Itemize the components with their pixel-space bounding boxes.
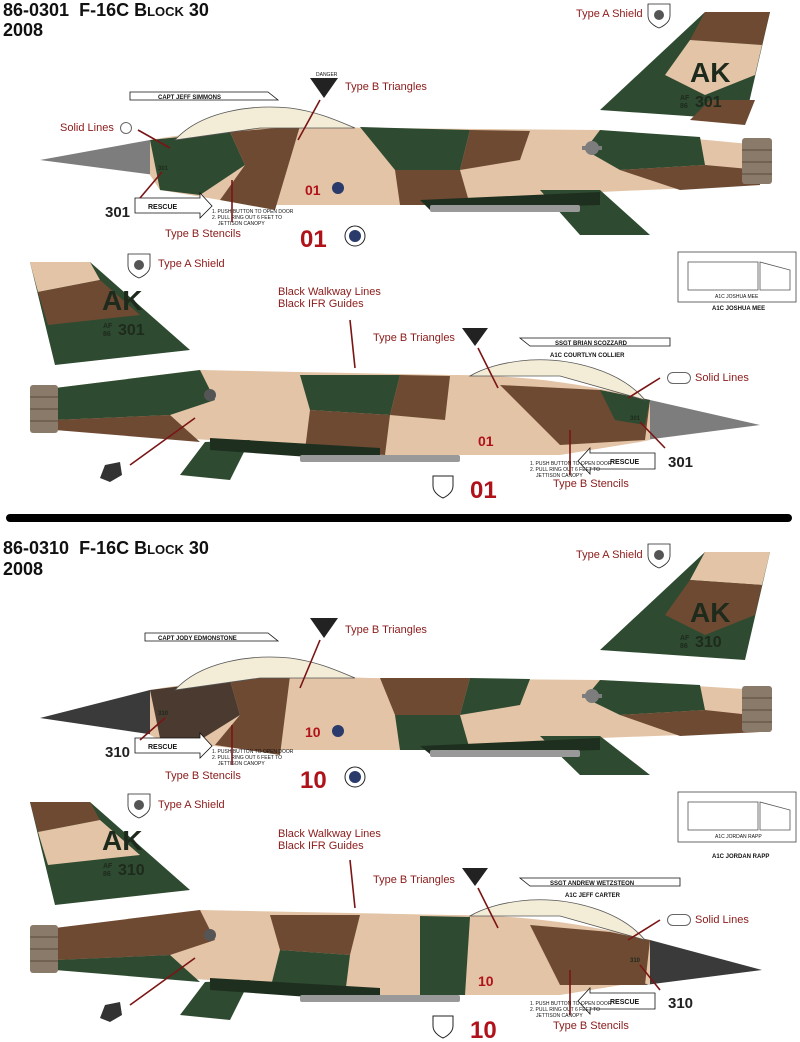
nose-number-small: 301 <box>158 166 169 172</box>
tail-af: AF <box>103 323 113 330</box>
tail-code: AK <box>102 825 142 856</box>
label-type-a-shield: Type A Shield <box>576 8 643 20</box>
canopy-stencil-1: 1. PUSH BUTTON TO OPEN DOOR <box>212 749 294 755</box>
nose-number-small: 301 <box>630 416 641 422</box>
label-solid-lines: Solid Lines <box>695 914 749 926</box>
label-type-b-stencils: Type B Stencils <box>165 228 241 240</box>
solid-lines-symbol <box>120 122 132 134</box>
label-type-b-triangles: Type B Triangles <box>345 81 427 93</box>
modex-decal: 01 <box>470 477 497 504</box>
nose-number-small: 310 <box>158 711 169 717</box>
crew-chief-name: SSGT BRIAN SCOZZARD <box>555 341 628 347</box>
canopy-stencil-3: JETTISON CANOPY <box>218 221 265 227</box>
tail-af: AF <box>103 863 113 870</box>
canopy-stencil-1: 1. PUSH BUTTON TO OPEN DOOR <box>530 1001 612 1007</box>
label-type-b-triangles: Type B Triangles <box>345 624 427 636</box>
section-divider <box>6 514 792 522</box>
rescue-label: RESCUE <box>148 204 178 211</box>
canopy-stencil-3: JETTISON CANOPY <box>536 1013 583 1019</box>
fuselage-modex: 10 <box>305 724 321 740</box>
danger-stencil: DANGER <box>316 72 338 78</box>
canopy-stencil-2: 2. PULL RING OUT 6 FEET TO <box>212 755 282 761</box>
tail-number: 310 <box>695 634 722 651</box>
tail-af: AF <box>680 635 690 642</box>
label-solid-lines: Solid Lines <box>695 372 749 384</box>
aircraft-profile-right-1: AK AF 86 301 01 301 SSGT BRIAN SCOZZARD … <box>30 251 797 504</box>
nose-number-callout: 301 <box>105 204 131 221</box>
label-type-b-stencils: Type B Stencils <box>553 478 629 490</box>
box-caption: A1C JORDAN RAPP <box>712 854 769 860</box>
tail-number: 301 <box>118 322 145 339</box>
box-crew-name: A1C JOSHUA MEE <box>715 294 759 300</box>
label-type-b-stencils: Type B Stencils <box>553 1020 629 1032</box>
solid-lines-symbol <box>667 372 691 384</box>
serial-title-1: 86-0301 F-16C Block 30 <box>3 0 209 21</box>
fuselage-modex: 01 <box>305 182 321 198</box>
box-caption: A1C JOSHUA MEE <box>712 306 765 312</box>
modex-decal: 10 <box>470 1017 497 1042</box>
label-type-a-shield: Type A Shield <box>158 258 225 270</box>
tail-af: AF <box>680 95 690 102</box>
canopy-stencil-2: 2. PULL RING OUT 6 FEET TO <box>530 1007 600 1013</box>
canopy-stencil-1: 1. PUSH BUTTON TO OPEN DOOR <box>530 461 612 467</box>
label-ifr-guides: Black IFR Guides <box>278 298 364 310</box>
aircraft-profile-right-2: AK AF 86 310 10 310 SSGT ANDREW WETZSTEO… <box>30 791 797 1042</box>
label-type-b-triangles: Type B Triangles <box>373 874 455 886</box>
nose-number-callout: 310 <box>668 995 694 1012</box>
serial-title-2: 86-0310 F-16C Block 30 <box>3 538 209 559</box>
nose-number-small: 310 <box>630 958 641 964</box>
solid-lines-symbol <box>667 914 691 926</box>
modex-decal: 01 <box>300 226 327 253</box>
label-walkway-lines: Black Walkway Lines <box>278 286 381 298</box>
label-type-a-shield: Type A Shield <box>576 549 643 561</box>
rescue-label: RESCUE <box>148 744 178 751</box>
box-crew-name: A1C JORDAN RAPP <box>715 834 762 840</box>
rescue-label: RESCUE <box>610 459 640 466</box>
serial-number: 86-0310 <box>3 538 70 558</box>
assistant-crew-name: A1C JEFF CARTER <box>565 893 621 899</box>
pilot-name: CAPT JEFF SIMMONS <box>158 95 221 101</box>
aircraft-model: F-16C Block 30 <box>79 538 209 558</box>
tail-code: AK <box>102 285 142 316</box>
year-2: 2008 <box>3 559 44 579</box>
canopy-stencil-2: 2. PULL RING OUT 6 FEET TO <box>530 467 600 473</box>
tail-year: 86 <box>103 871 111 878</box>
nose-number-callout: 310 <box>105 744 131 761</box>
rescue-label: RESCUE <box>610 999 640 1006</box>
serial-number: 86-0301 <box>3 0 70 20</box>
label-ifr-guides: Black IFR Guides <box>278 840 364 852</box>
assistant-crew-name: A1C COURTLYN COLLIER <box>550 353 625 359</box>
fuselage-modex: 01 <box>478 433 494 449</box>
pilot-name: CAPT JODY EDMONSTONE <box>158 636 237 642</box>
aircraft-profile-left-2: AK AF 86 310 10 310 CAPT JODY EDMONSTONE… <box>40 543 772 794</box>
tail-year: 86 <box>103 331 111 338</box>
tail-number: 301 <box>695 94 722 111</box>
canopy-stencil-1: 1. PUSH BUTTON TO OPEN DOOR <box>212 209 294 215</box>
label-solid-lines: Solid Lines <box>60 122 114 134</box>
fuselage-modex: 10 <box>478 973 494 989</box>
label-type-a-shield: Type A Shield <box>158 799 225 811</box>
aircraft-profile-left-1: AK AF 86 301 01 301 CAPT JEFF SIMMONS DA… <box>40 3 772 253</box>
tail-year: 86 <box>680 103 688 110</box>
label-type-b-triangles: Type B Triangles <box>373 332 455 344</box>
nose-number-callout: 301 <box>668 454 694 471</box>
label-walkway-lines: Black Walkway Lines <box>278 828 381 840</box>
tail-code: AK <box>690 597 730 628</box>
canopy-stencil-2: 2. PULL RING OUT 6 FEET TO <box>212 215 282 221</box>
modex-decal: 10 <box>300 767 327 794</box>
tail-number: 310 <box>118 862 145 879</box>
aircraft-model: F-16C Block 30 <box>79 0 209 20</box>
year-1: 2008 <box>3 20 44 40</box>
tail-year: 86 <box>680 643 688 650</box>
canopy-stencil-3: JETTISON CANOPY <box>536 473 583 479</box>
label-type-b-stencils: Type B Stencils <box>165 770 241 782</box>
tail-code: AK <box>690 57 730 88</box>
crew-chief-name: SSGT ANDREW WETZSTEON <box>550 881 634 887</box>
canopy-stencil-3: JETTISON CANOPY <box>218 761 265 767</box>
